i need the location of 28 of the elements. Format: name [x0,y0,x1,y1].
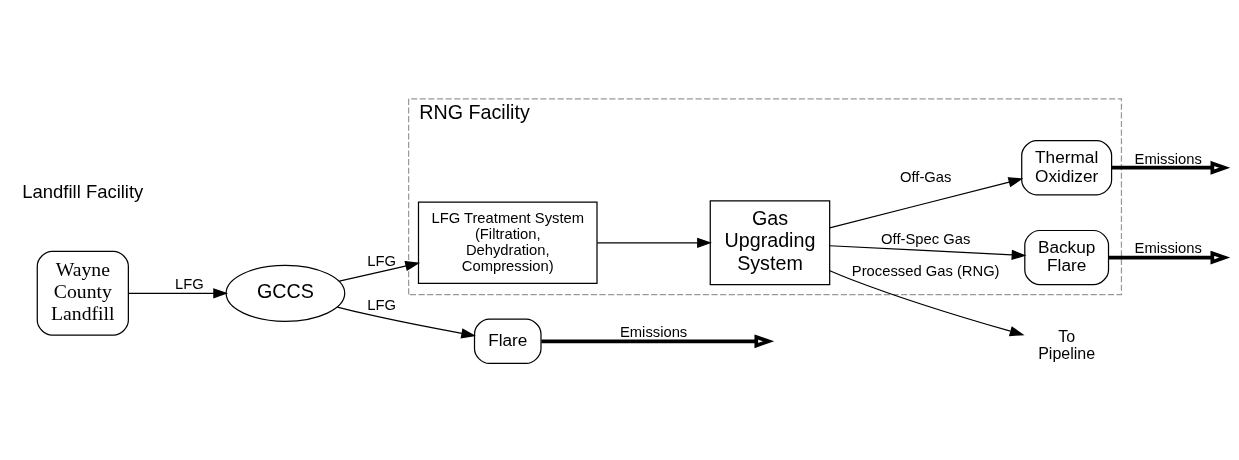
node-box: Backup Flare [1024,229,1110,285]
node-box: Wayne County Landfill [36,250,129,336]
edge-label: LFG [367,296,396,313]
node-box: Thermal Oxidizer [1021,139,1113,195]
edge-label: Emissions [1134,239,1202,256]
edge-label: Processed Gas (RNG) [851,262,1000,279]
edge-label: Emissions [619,323,688,340]
node-ellipse: GCCS [225,264,346,322]
arrow [541,333,775,348]
arrow [338,260,421,282]
node-text: To Pipeline [1038,327,1096,362]
edge-label: LFG [367,252,396,269]
arrow [829,269,1025,336]
label: Landfill Facility [22,180,144,202]
arrow [1108,250,1231,264]
edge-label: Off-Spec Gas [881,230,971,247]
arrow [127,287,229,298]
edge-label: Emissions [1134,150,1202,167]
arrow [829,176,1024,228]
node-box: Gas Upgrading System [709,199,831,285]
arrow [336,305,477,338]
arrow [1111,160,1231,175]
arrow [596,237,712,248]
node-box: Flare [473,318,542,364]
arrow [829,244,1027,260]
node-box: LFG Treatment System (Filtration, Dehydration, Compression) [417,201,598,284]
edge-label: LFG [174,275,204,292]
edge-label: Off-Gas [899,168,952,185]
